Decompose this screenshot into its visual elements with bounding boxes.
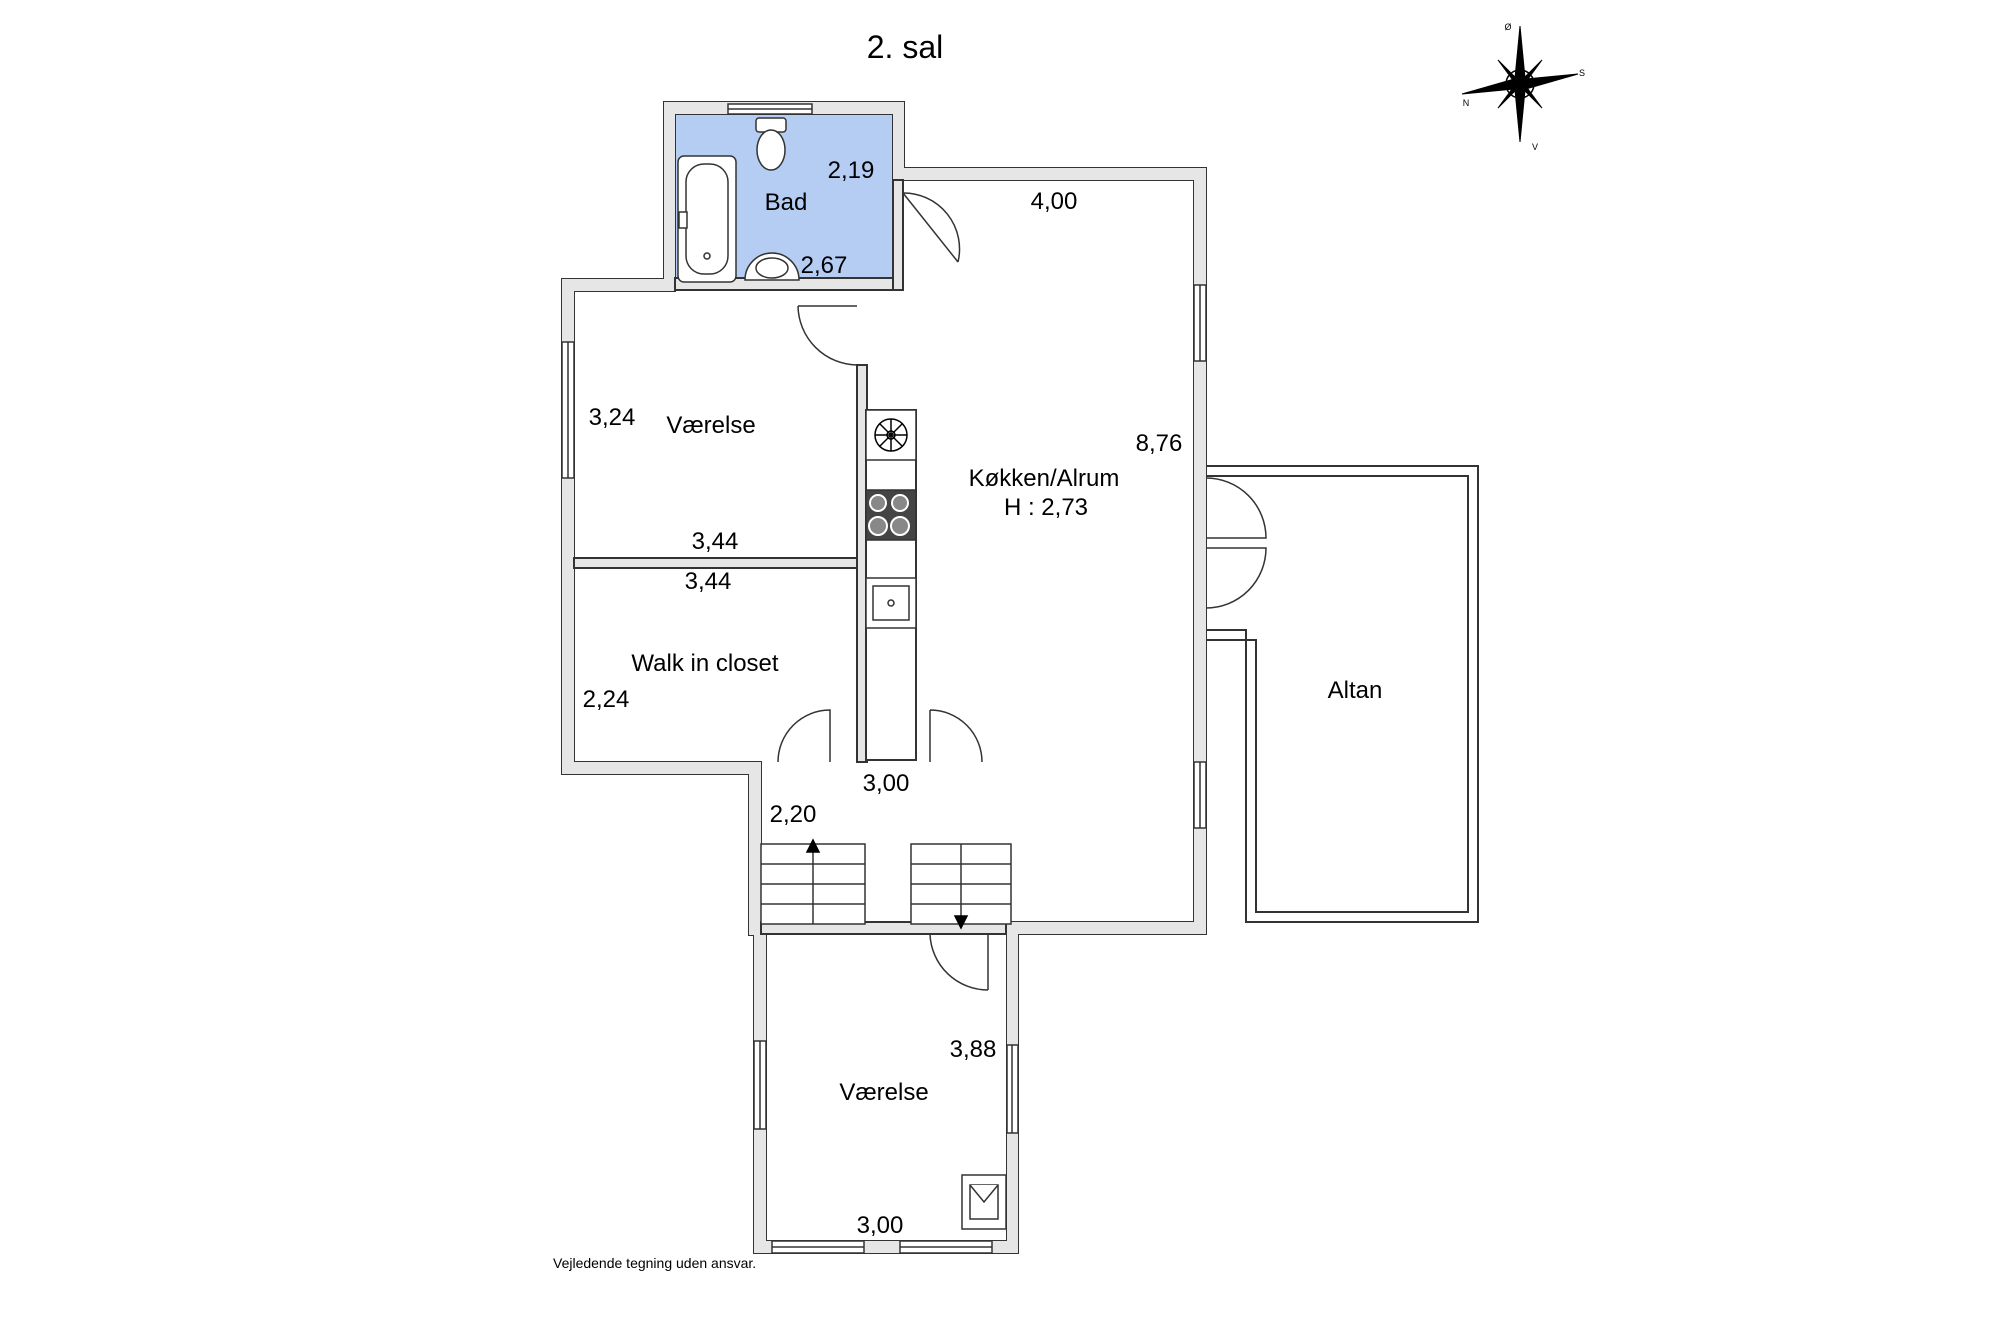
bad-dimension-b: 2,67	[801, 252, 848, 279]
compass-label-v: V	[1532, 142, 1538, 152]
stairs	[760, 843, 1012, 925]
hall-dimension-a: 3,00	[863, 770, 910, 797]
windows	[561, 103, 1207, 1254]
vaerelse1-dimension-b: 3,44	[692, 528, 739, 555]
bad-dimension-a: 2,19	[828, 157, 875, 184]
compass-label-n: N	[1463, 98, 1470, 108]
kitchen-dimension-a: 4,00	[1031, 188, 1078, 215]
compass-label-o: Ø	[1504, 22, 1511, 32]
room-name-kitchen: Køkken/Alrum	[969, 465, 1120, 492]
hall-dimension-b: 2,20	[770, 801, 817, 828]
compass-label-s: S	[1579, 68, 1585, 78]
room-name-bad: Bad	[765, 189, 808, 216]
vaerelse2-dimension-b: 3,00	[857, 1212, 904, 1239]
kitchen-sink-icon	[887, 599, 895, 607]
room-name-vaerelse1: Værelse	[666, 412, 755, 439]
vaerelse1-dimension-a: 3,24	[589, 404, 636, 431]
room-name-altan: Altan	[1328, 677, 1383, 704]
vaerelse2-dimension-a: 3,88	[950, 1036, 997, 1063]
stair-arrows	[805, 838, 969, 930]
kitchen-ceiling-height: H : 2,73	[1004, 494, 1088, 521]
bathtub	[677, 155, 737, 283]
room-name-vaerelse2: Værelse	[839, 1079, 928, 1106]
disclaimer-text: Vejledende tegning uden ansvar.	[553, 1255, 757, 1271]
door-swings	[777, 192, 1267, 991]
floor-title: 2. sal	[867, 29, 943, 65]
closet-dimension-a: 3,44	[685, 568, 732, 595]
fireplace	[961, 1174, 1007, 1230]
kitchen-dimension-b: 8,76	[1136, 430, 1183, 457]
room-name-closet: Walk in closet	[631, 650, 778, 677]
stove-icon	[868, 494, 910, 536]
sink	[744, 252, 800, 281]
balcony	[1206, 465, 1479, 923]
closet-dimension-b: 2,24	[583, 686, 630, 713]
range-hood-icon	[874, 418, 908, 452]
compass-rose-icon	[1461, 25, 1579, 143]
toilet	[755, 117, 787, 171]
